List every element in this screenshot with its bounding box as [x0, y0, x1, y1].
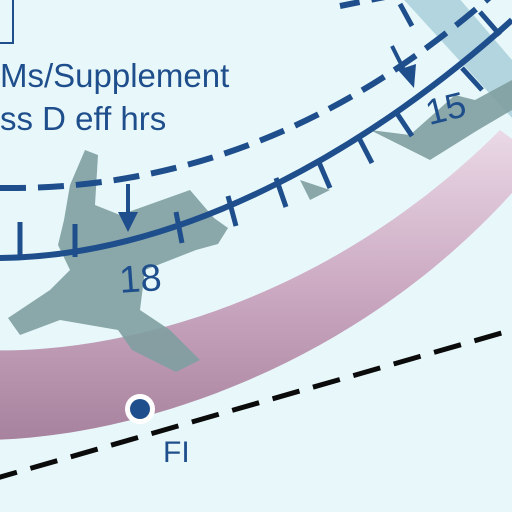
- note-text-line-2: ss D eff hrs: [0, 100, 167, 137]
- airspace-band: [0, 130, 512, 440]
- course-label-18: 18: [117, 257, 163, 302]
- course-arrow-18: [118, 184, 138, 232]
- dashed-boundary-line: [0, 327, 512, 480]
- note-text-line-1: Ms/Supplement: [0, 57, 230, 94]
- course-label-15: 15: [421, 83, 471, 133]
- upper-dashed-arc: [339, 0, 386, 9]
- filled-circle-icon: [125, 394, 155, 424]
- outer-dashed-arc: [0, 0, 492, 192]
- runway-band: [404, 0, 512, 118]
- fix-name-label: FI: [163, 436, 190, 469]
- compass-ticks: [17, 2, 502, 258]
- course-arrow-15: [390, 45, 416, 88]
- airplane-silhouette-icon: [300, 80, 512, 200]
- frame-corner: [0, 0, 14, 44]
- airplane-silhouette-icon: [8, 150, 228, 372]
